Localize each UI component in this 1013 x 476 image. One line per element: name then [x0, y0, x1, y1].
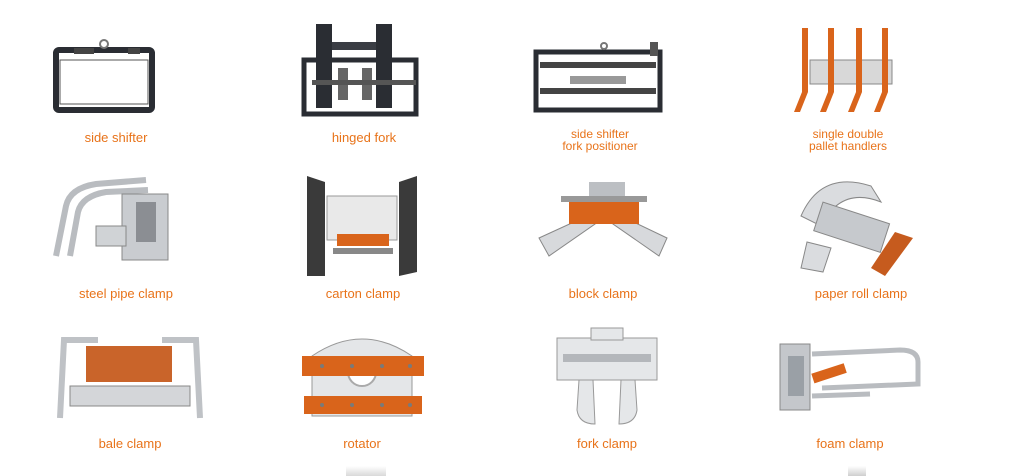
product-label: fork clamp: [577, 436, 637, 451]
carton-clamp-icon: [263, 176, 463, 276]
block-clamp-icon: [503, 176, 703, 276]
foam-clamp-icon: [750, 326, 950, 426]
rotator-icon: [262, 326, 462, 426]
next-row-item-partial: [848, 466, 866, 476]
product-hinged-fork[interactable]: hinged fork: [264, 20, 464, 160]
product-bale-clamp[interactable]: bale clamp: [30, 326, 230, 466]
paper-roll-clamp-icon: [761, 176, 961, 276]
product-side-shifter[interactable]: side shifter: [16, 20, 216, 160]
product-label: steel pipe clamp: [79, 286, 173, 301]
pallet-handler-icon: [748, 20, 948, 120]
side-shifter-icon: [16, 20, 216, 120]
product-label: single double pallet handlers: [748, 128, 948, 152]
hinged-fork-icon: [264, 20, 464, 120]
product-foam-clamp[interactable]: foam clamp: [750, 326, 950, 466]
product-label-line1: side shifter: [570, 127, 630, 141]
product-fork-clamp[interactable]: fork clamp: [507, 326, 707, 466]
fork-positioner-icon: [500, 20, 700, 120]
product-label: side shifter fork positioner: [500, 128, 700, 152]
product-label: carton clamp: [325, 286, 401, 301]
product-label: block clamp: [568, 286, 638, 301]
product-carton-clamp[interactable]: carton clamp: [263, 176, 463, 316]
product-label-line2: fork positioner: [562, 139, 638, 153]
product-steel-pipe-clamp[interactable]: steel pipe clamp: [26, 176, 226, 316]
product-label-line2: pallet handlers: [808, 139, 888, 153]
fork-clamp-icon: [507, 326, 707, 426]
next-row-item-partial: [346, 466, 386, 476]
bale-clamp-icon: [30, 326, 230, 426]
product-label: rotator: [343, 436, 381, 451]
product-label: paper roll clamp: [814, 286, 908, 301]
product-label: bale clamp: [98, 436, 162, 451]
product-paper-roll-clamp[interactable]: paper roll clamp: [761, 176, 961, 316]
product-label-line1: single double: [812, 127, 884, 141]
product-pallet-handler[interactable]: single double pallet handlers: [748, 20, 948, 160]
product-block-clamp[interactable]: block clamp: [503, 176, 703, 316]
steel-pipe-clamp-icon: [26, 176, 226, 276]
product-label: hinged fork: [331, 130, 397, 145]
product-label: foam clamp: [816, 436, 884, 451]
product-label: side shifter: [84, 130, 148, 145]
product-fork-positioner[interactable]: side shifter fork positioner: [500, 20, 700, 160]
product-rotator[interactable]: rotator: [262, 326, 462, 466]
